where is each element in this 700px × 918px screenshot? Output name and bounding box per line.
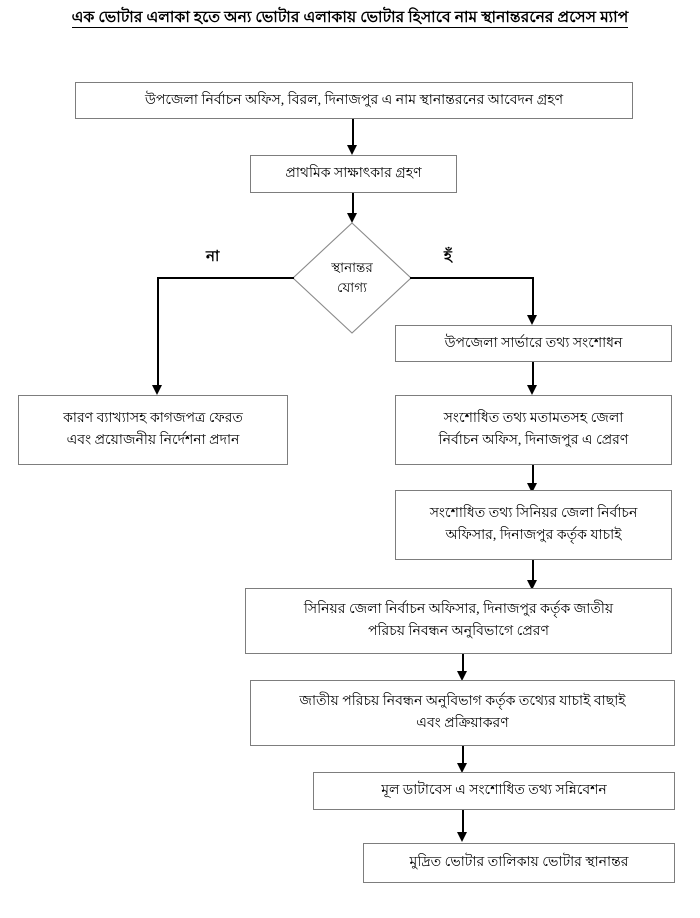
process-box-send-to-nid-wing-line1: সিনিয়র জেলা নির্বাচন অফিসার, দিনাজপুর ক… [303, 602, 614, 618]
process-box-application-receipt-text: উপজেলা নির্বাচন অফিস, বিরল, দিনাজপুর এ ন… [144, 92, 564, 108]
process-box-printed-roll-transfer: মুদ্রিত ভোটার তালিকায় ভোটার স্থানান্তর [363, 843, 675, 883]
connector-n7-n8-arrow [527, 580, 537, 590]
process-box-upazila-server-update: উপজেলা সার্ভারে তথ্য সংশোধন [395, 325, 672, 362]
branch-label-yes: হঁ [444, 245, 452, 270]
connector-n5-n6-line [532, 362, 534, 385]
decision-diamond-label-line1: স্থানান্তর [331, 259, 373, 275]
connector-no-horizontal [157, 277, 294, 279]
decision-diamond-shape [292, 222, 412, 334]
process-box-primary-interview-text: প্রাথমিক সাক্ষাৎকার গ্রহণ [285, 166, 422, 182]
connector-n9-n10-arrow [457, 763, 467, 773]
connector-n6-n7-arrow [527, 483, 537, 493]
process-box-printed-roll-transfer-text: মুদ্রিত ভোটার তালিকায় ভোটার স্থানান্তর [409, 855, 629, 871]
process-box-send-to-district-office-line1: সংশোধিত তথ্য মতামতসহ জেলা [443, 411, 624, 427]
process-box-send-to-district-office-line2: নির্বাচন অফিস, দিনাজপুর এ প্রেরণ [438, 433, 629, 448]
connector-n5-n6-arrow [527, 385, 537, 395]
process-box-main-database-update-text: মূল ডাটাবেস এ সংশোধিত তথ্য সন্নিবেশন [381, 783, 607, 799]
connector-yes-arrow [527, 315, 537, 325]
page-title: এক ভোটার এলাকা হতে অন্য ভোটার এলাকায় ভো… [0, 8, 700, 28]
branch-label-no-text: না [206, 249, 220, 265]
connector-n2-decision-arrow [347, 213, 357, 223]
connector-n10-n11-line [462, 810, 464, 832]
branch-label-yes-text: হঁ [444, 249, 452, 265]
decision-diamond-transfer-eligible: স্থানান্তর যোগ্য [292, 222, 412, 334]
connector-n10-n11-arrow [457, 832, 467, 842]
connector-n1-n2-arrow [347, 145, 357, 155]
branch-label-no: না [206, 245, 219, 270]
connector-n8-n9-line [462, 654, 464, 671]
process-box-return-documents: কারণ ব্যাখ্যাসহ কাগজপত্র ফেরত এবং প্রয়ো… [18, 395, 288, 465]
process-box-main-database-update: মূল ডাটাবেস এ সংশোধিত তথ্য সন্নিবেশন [313, 772, 675, 810]
connector-n6-n7-line [532, 465, 534, 483]
process-box-send-to-nid-wing-line2: পরিচয় নিবন্ধন অনুবিভাগে প্রেরণ [368, 624, 549, 639]
process-box-send-to-district-office: সংশোধিত তথ্য মতামতসহ জেলা নির্বাচন অফিস,… [395, 395, 672, 465]
process-box-return-documents-line2: এবং প্রয়োজনীয় নির্দেশনা প্রদান [66, 433, 240, 448]
connector-n7-n8-line [532, 560, 534, 580]
connector-yes-horizontal [410, 277, 534, 279]
connector-n2-decision-line [352, 193, 354, 213]
process-box-nid-wing-processing: জাতীয় পরিচয় নিবন্ধন অনুবিভাগ কর্তৃক তথ… [250, 680, 675, 746]
process-box-upazila-server-update-text: উপজেলা সার্ভারে তথ্য সংশোধন [444, 335, 623, 351]
connector-n9-n10-line [462, 746, 464, 763]
connector-no-arrow [152, 385, 162, 395]
process-box-send-to-nid-wing: সিনিয়র জেলা নির্বাচন অফিসার, দিনাজপুর ক… [245, 588, 672, 654]
process-box-application-receipt: উপজেলা নির্বাচন অফিস, বিরল, দিনাজপুর এ ন… [75, 82, 633, 119]
connector-no-vertical [157, 277, 159, 385]
decision-diamond-label: স্থানান্তর যোগ্য [292, 222, 412, 334]
connector-n8-n9-arrow [457, 671, 467, 681]
process-box-nid-wing-processing-line1: জাতীয় পরিচয় নিবন্ধন অনুবিভাগ কর্তৃক তথ… [299, 694, 626, 710]
process-box-nid-wing-processing-line2: এবং প্রক্রিয়াকরণ [416, 716, 509, 731]
process-box-primary-interview: প্রাথমিক সাক্ষাৎকার গ্রহণ [250, 155, 457, 193]
decision-diamond-label-line2: যোগ্য [337, 280, 367, 295]
process-box-senior-officer-verification: সংশোধিত তথ্য সিনিয়র জেলা নির্বাচন অফিসা… [395, 490, 672, 560]
connector-yes-vertical [532, 277, 534, 315]
process-box-senior-officer-verification-line1: সংশোধিত তথ্য সিনিয়র জেলা নির্বাচন [429, 506, 638, 522]
process-box-senior-officer-verification-line2: অফিসার, দিনাজপুর কর্তৃক যাচাই [445, 528, 622, 543]
connector-n1-n2-line [352, 119, 354, 145]
page-title-text: এক ভোটার এলাকা হতে অন্য ভোটার এলাকায় ভো… [71, 9, 629, 28]
process-box-return-documents-line1: কারণ ব্যাখ্যাসহ কাগজপত্র ফেরত [63, 411, 243, 427]
